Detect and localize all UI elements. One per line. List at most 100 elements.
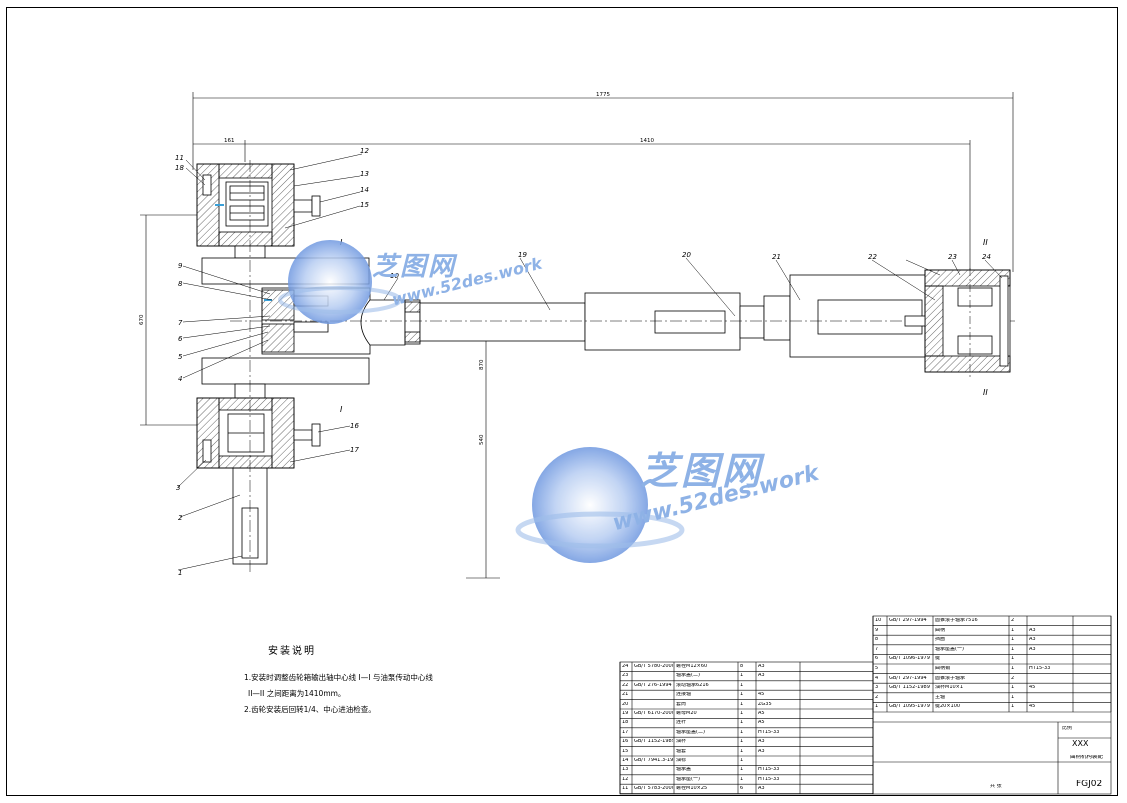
parts-cell-no: 2 xyxy=(875,694,879,700)
parts-cell-no: 12 xyxy=(622,776,629,782)
parts-cell-no: 18 xyxy=(622,720,629,726)
part-label: 2 xyxy=(178,514,183,522)
parts-cell-name: 轴套 xyxy=(676,748,687,754)
part-label: 21 xyxy=(772,253,781,261)
parts-cell-no: 3 xyxy=(875,685,879,691)
parts-cell-no: 11 xyxy=(622,786,629,792)
dim-height-a: 670 xyxy=(139,314,145,325)
part-label: 11 xyxy=(175,154,184,162)
parts-cell-name: 键20×100 xyxy=(935,704,961,710)
drawing-name: 曲柄机构装配 xyxy=(1070,755,1104,760)
parts-cell-name: 主轴 xyxy=(935,694,946,700)
part-number-labels: 1 2 3 4 5 6 7 8 9 10 11 12 13 14 15 16 1… xyxy=(175,147,991,577)
parts-cell-name: 滚动轴承6216 xyxy=(676,682,709,688)
parts-cell-qty: 1 xyxy=(1011,704,1015,710)
notes-line: II—II 之间距离为1410mm。 xyxy=(248,689,346,698)
part-label: 14 xyxy=(360,186,369,194)
part-label: 18 xyxy=(175,164,184,172)
part-label: 7 xyxy=(178,319,183,327)
parts-cell-name: 连接轴 xyxy=(676,692,692,698)
parts-cell-no: 14 xyxy=(622,758,629,763)
parts-cell-mat: HT15-33 xyxy=(758,776,780,782)
part-label: 3 xyxy=(176,484,180,492)
parts-cell-mat: A3 xyxy=(758,748,765,754)
notes-line: 1.安装时调整齿轮箱输出轴中心线 I—I 与油泵传动中心线 xyxy=(244,673,433,682)
part-label: 23 xyxy=(948,253,957,261)
parts-cell-name: 轴承座盖(二) xyxy=(676,729,705,735)
parts-cell-qty: 1 xyxy=(740,758,744,763)
parts-cell-qty: 1 xyxy=(740,701,744,707)
part-label: 19 xyxy=(518,251,527,259)
parts-cell-qty: 1 xyxy=(1011,656,1015,662)
parts-cell-qty: 1 xyxy=(740,739,744,745)
part-label: 16 xyxy=(350,422,359,430)
parts-cell-name: 油标 xyxy=(676,758,687,763)
parts-cell-name: 油杯M10×1 xyxy=(935,685,964,691)
parts-cell-mat: 45 xyxy=(1029,685,1036,691)
parts-cell-code: GB/T 6170-2000 xyxy=(634,711,673,716)
section-mark: II xyxy=(983,388,988,397)
parts-cell-name: 轴承盖 xyxy=(676,767,692,773)
parts-cell-no: 20 xyxy=(622,701,629,707)
parts-cell-qty: 1 xyxy=(1011,627,1015,633)
parts-cell-code: GB/T 1095-1979 xyxy=(889,704,930,710)
parts-cell-name: 套筒 xyxy=(676,701,687,707)
parts-cell-code: GB/T 1152-1989 xyxy=(634,739,673,745)
part-label: 13 xyxy=(360,170,369,178)
parts-cell-no: 19 xyxy=(622,711,629,716)
parts-cell-qty: 1 xyxy=(740,720,744,726)
parts-cell-no: 15 xyxy=(622,748,629,754)
parts-cell-mat: A3 xyxy=(758,786,765,792)
part-label: 17 xyxy=(350,446,359,454)
parts-cell-no: 8 xyxy=(875,637,879,643)
parts-cell-mat: 45 xyxy=(758,692,765,698)
part-label: 4 xyxy=(178,375,182,383)
parts-cell-code: GB/T 1096-1979 xyxy=(889,656,930,662)
parts-cell-qty: 1 xyxy=(740,729,744,735)
top-bearing-housing xyxy=(196,163,321,247)
watermark-brand: 芝图网 xyxy=(372,252,457,282)
parts-cell-name: 轴承座(一) xyxy=(676,776,700,782)
parts-cell-code: GB/T 7941.3-1995 xyxy=(634,758,673,763)
section-mark: I xyxy=(340,405,343,414)
part-label: 8 xyxy=(178,280,183,288)
parts-cell-no: 7 xyxy=(875,646,879,652)
parts-cell-code: GB/T 297-1994 xyxy=(889,675,927,681)
parts-cell-mat: A3 xyxy=(1029,646,1036,652)
parts-cell-name: 曲柄销 xyxy=(935,666,951,671)
parts-cell-qty: 1 xyxy=(740,748,744,754)
parts-cell-mat: HT15-33 xyxy=(758,767,780,773)
parts-cell-qty: 1 xyxy=(740,776,744,782)
part-label: 1 xyxy=(178,569,182,577)
notes-title: 安装说明 xyxy=(268,646,316,657)
parts-cell-name: 圆锥滚子轴承7516 xyxy=(935,618,978,623)
part-label: 20 xyxy=(682,251,691,259)
parts-cell-mat: 45 xyxy=(1029,704,1036,710)
bottom-bearing-housing xyxy=(196,160,321,575)
watermark-brand: 芝图网 xyxy=(640,449,764,493)
part-label: 6 xyxy=(178,335,183,343)
dim-height-c: 540 xyxy=(479,434,485,445)
part-label: 5 xyxy=(178,353,183,361)
part-label: 24 xyxy=(982,253,991,261)
leader-lines xyxy=(177,153,1003,571)
parts-cell-mat: A3 xyxy=(758,664,765,669)
parts-cell-mat: A3 xyxy=(758,673,765,679)
parts-cell-code: GB/T 297-1994 xyxy=(889,618,927,623)
parts-cell-mat: ZG35 xyxy=(758,701,772,707)
company-name: XXX xyxy=(1072,740,1089,748)
parts-cell-no: 24 xyxy=(622,664,629,669)
scale-label: 比例 xyxy=(1062,726,1073,731)
parts-cell-no: 9 xyxy=(875,627,879,633)
parts-cell-no: 13 xyxy=(622,767,629,773)
parts-cell-mat: A3 xyxy=(1029,627,1036,633)
sheet-label: 共 张 xyxy=(990,784,1002,789)
parts-cell-qty: 1 xyxy=(1011,646,1015,652)
parts-cell-name: 曲柄 xyxy=(935,627,946,633)
parts-cell-qty: 8 xyxy=(740,664,744,669)
parts-cell-qty: 1 xyxy=(740,692,744,698)
parts-cell-qty: 1 xyxy=(1011,666,1015,671)
parts-cell-code: GB/T 276-1994 xyxy=(634,682,672,688)
